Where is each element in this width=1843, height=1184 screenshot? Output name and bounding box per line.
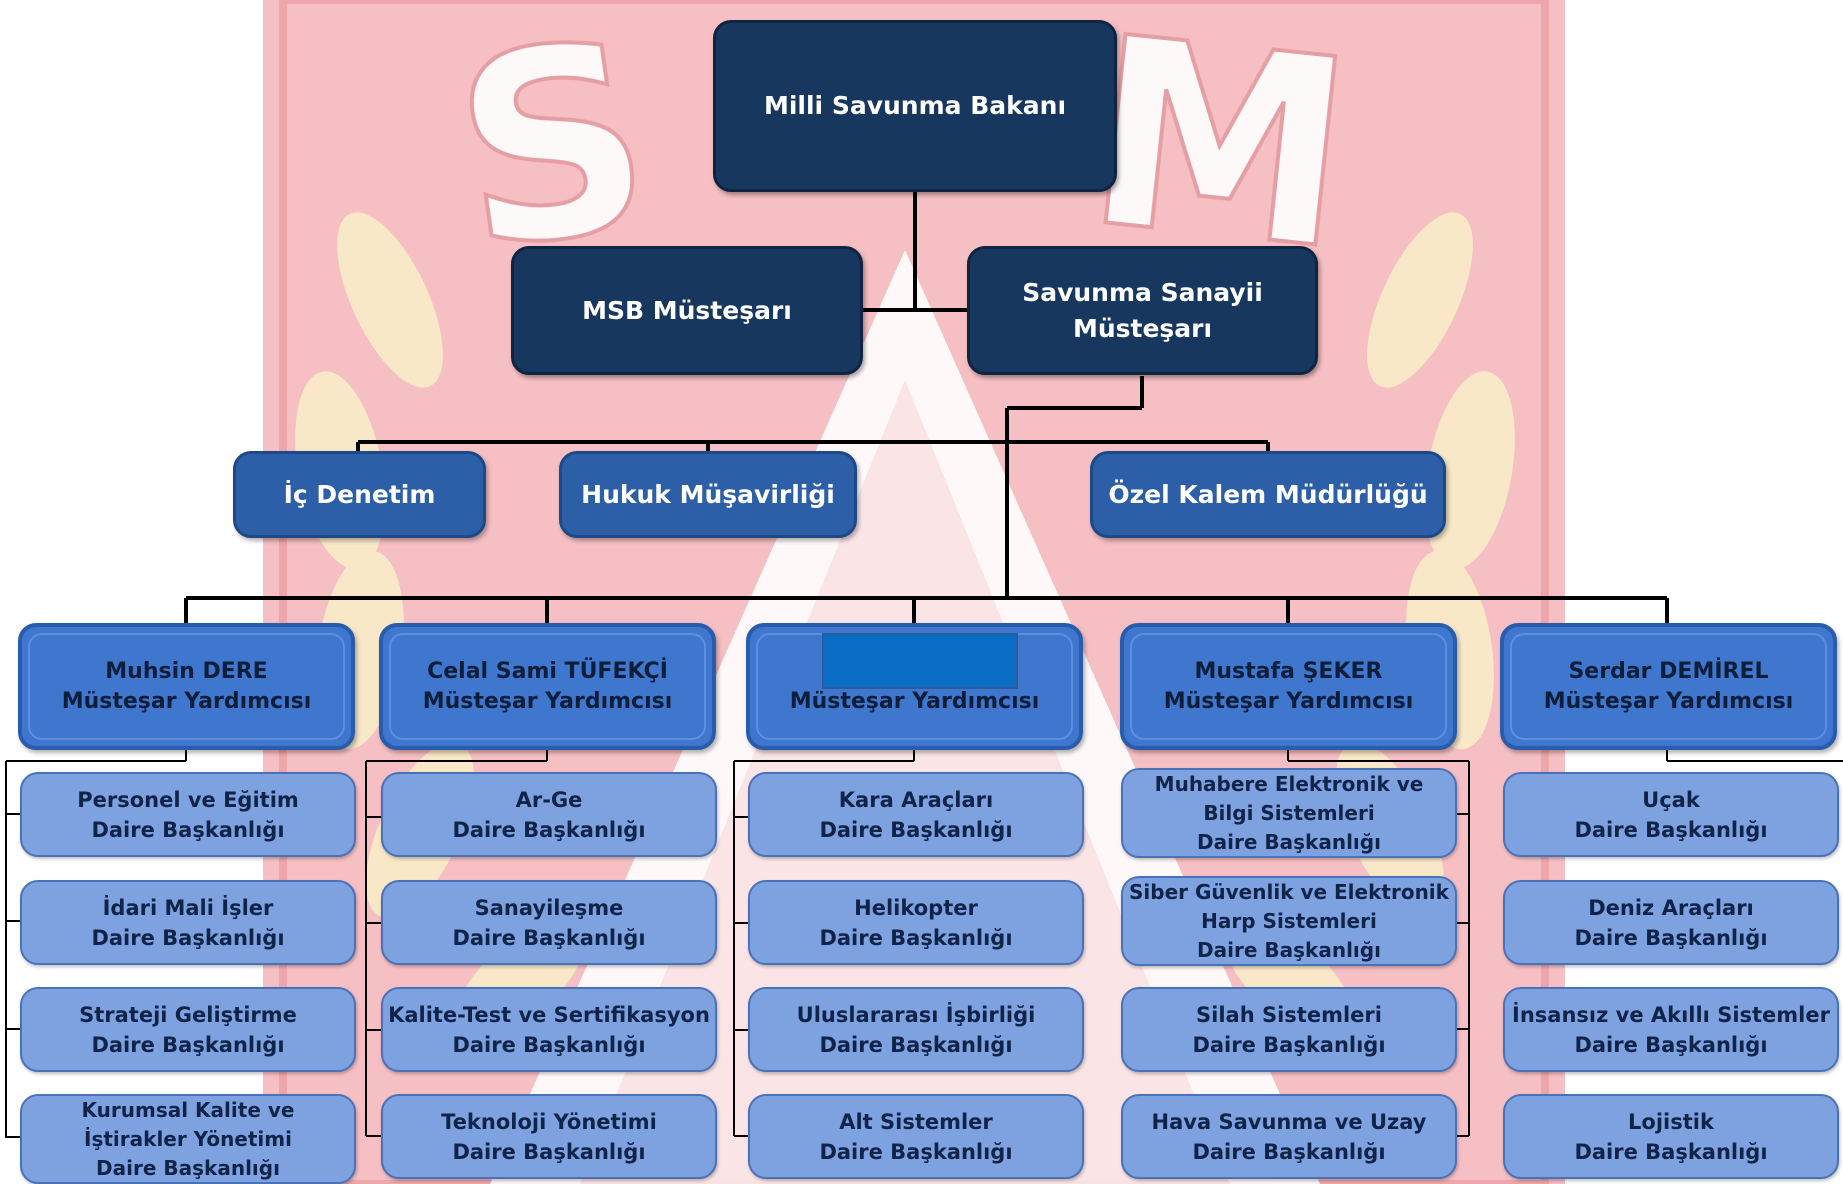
deputy-title: Müsteşar Yardımcısı	[61, 688, 312, 714]
minister-box: Milli Savunma Bakanı	[713, 20, 1117, 192]
msb-undersecretary-box: MSB Müsteşarı	[511, 246, 863, 375]
deputy-title: Müsteşar Yardımcısı	[422, 688, 673, 714]
department-suffix: Daire Başkanlığı	[452, 817, 646, 842]
deputy-title: Müsteşar Yardımcısı	[1163, 688, 1414, 714]
department-name: Muhabere Elektronik ve	[1154, 771, 1424, 796]
redacted-name-block	[822, 633, 1018, 689]
department-suffix: Daire Başkanlığı	[91, 817, 285, 842]
department-box: Muhabere Elektronik ve Bilgi Sistemleri …	[1121, 768, 1457, 858]
department-name: Sanayileşme	[474, 895, 624, 920]
department-suffix: Daire Başkanlığı	[452, 1032, 646, 1057]
department-name: Kurumsal Kalite ve	[81, 1097, 295, 1122]
department-suffix: Daire Başkanlığı	[1192, 1139, 1386, 1164]
department-box: Siber Güvenlik ve Elektronik Harp Sistem…	[1121, 876, 1457, 966]
department-name-line-2: İştirakler Yönetimi	[84, 1126, 292, 1151]
msb-undersecretary-label: MSB Müsteşarı	[582, 295, 792, 325]
deputy-box-muhsin-dere: Muhsin DERE Müsteşar Yardımcısı	[18, 623, 355, 750]
department-box: Teknoloji Yönetimi Daire Başkanlığı	[381, 1094, 717, 1179]
internal-audit-label: İç Denetim	[283, 480, 436, 509]
department-box: Ar-Ge Daire Başkanlığı	[381, 772, 717, 857]
department-suffix: Daire Başkanlığı	[1197, 937, 1381, 962]
department-suffix: Daire Başkanlığı	[819, 925, 1013, 950]
department-name: Hava Savunma ve Uzay	[1151, 1109, 1427, 1134]
department-box: Hava Savunma ve Uzay Daire Başkanlığı	[1121, 1094, 1457, 1179]
department-box: Lojistik Daire Başkanlığı	[1503, 1094, 1839, 1179]
deputy-box-vacant: Müsteşar Yardımcısı	[746, 623, 1083, 750]
department-suffix: Daire Başkanlığı	[96, 1155, 280, 1180]
ssm-undersecretary-line-1: Savunma Sanayii	[1022, 277, 1263, 307]
department-suffix: Daire Başkanlığı	[1197, 829, 1381, 854]
department-name: Teknoloji Yönetimi	[441, 1109, 657, 1134]
department-suffix: Daire Başkanlığı	[819, 817, 1013, 842]
department-name: Siber Güvenlik ve Elektronik	[1129, 879, 1449, 904]
department-connectors	[5, 750, 1843, 1138]
deputy-title: Müsteşar Yardımcısı	[1543, 688, 1794, 714]
private-office-box: Özel Kalem Müdürlüğü	[1090, 451, 1446, 538]
department-name: Personel ve Eğitim	[77, 787, 299, 812]
department-box: Kurumsal Kalite ve İştirakler Yönetimi D…	[20, 1094, 356, 1184]
department-box: İnsansız ve Akıllı Sistemler Daire Başka…	[1503, 987, 1839, 1072]
department-suffix: Daire Başkanlığı	[91, 925, 285, 950]
department-name: Deniz Araçları	[1588, 895, 1754, 920]
department-box: Personel ve Eğitim Daire Başkanlığı	[20, 772, 356, 857]
department-name: İdari Mali İşler	[102, 895, 274, 920]
legal-counsel-label: Hukuk Müşavirliği	[581, 480, 835, 509]
top-connectors	[184, 192, 1669, 624]
department-name-line-2: Bilgi Sistemleri	[1203, 800, 1375, 825]
deputy-box-celal-sami-tufekci: Celal Sami TÜFEKÇİ Müsteşar Yardımcısı	[379, 623, 716, 750]
department-box: Kalite-Test ve Sertifikasyon Daire Başka…	[381, 987, 717, 1072]
deputy-box-mustafa-seker: Mustafa ŞEKER Müsteşar Yardımcısı	[1120, 623, 1457, 750]
department-name: Strateji Geliştirme	[79, 1002, 297, 1027]
deputy-name: Muhsin DERE	[105, 658, 268, 684]
internal-audit-box: İç Denetim	[233, 451, 486, 538]
department-box: Uçak Daire Başkanlığı	[1503, 772, 1839, 857]
legal-counsel-box: Hukuk Müşavirliği	[559, 451, 857, 538]
department-box: Deniz Araçları Daire Başkanlığı	[1503, 880, 1839, 965]
private-office-label: Özel Kalem Müdürlüğü	[1108, 480, 1428, 509]
department-suffix: Daire Başkanlığı	[1574, 817, 1768, 842]
deputy-title: Müsteşar Yardımcısı	[789, 688, 1040, 714]
department-box: Strateji Geliştirme Daire Başkanlığı	[20, 987, 356, 1072]
department-name: Uçak	[1642, 787, 1700, 812]
department-suffix: Daire Başkanlığı	[91, 1032, 285, 1057]
department-name: Uluslararası İşbirliği	[796, 1002, 1036, 1027]
department-name: Helikopter	[854, 895, 978, 920]
department-box: Silah Sistemleri Daire Başkanlığı	[1121, 987, 1457, 1072]
ssm-undersecretary-box: Savunma Sanayii Müsteşarı	[967, 246, 1318, 375]
department-name: İnsansız ve Akıllı Sistemler	[1512, 1002, 1830, 1027]
department-box: Uluslararası İşbirliği Daire Başkanlığı	[748, 987, 1084, 1072]
deputy-name: Serdar DEMİREL	[1568, 658, 1769, 684]
department-name: Ar-Ge	[515, 787, 583, 812]
department-suffix: Daire Başkanlığı	[452, 925, 646, 950]
department-suffix: Daire Başkanlığı	[1192, 1032, 1386, 1057]
department-name-line-2: Harp Sistemleri	[1201, 908, 1377, 933]
deputy-name: Mustafa ŞEKER	[1194, 658, 1383, 684]
minister-label: Milli Savunma Bakanı	[763, 91, 1067, 120]
department-suffix: Daire Başkanlığı	[1574, 1032, 1768, 1057]
department-name: Silah Sistemleri	[1196, 1002, 1382, 1027]
department-name: Alt Sistemler	[839, 1109, 993, 1134]
ssm-undersecretary-line-2: Müsteşarı	[1072, 313, 1213, 343]
department-suffix: Daire Başkanlığı	[1574, 1139, 1768, 1164]
department-suffix: Daire Başkanlığı	[819, 1032, 1013, 1057]
deputy-name: Celal Sami TÜFEKÇİ	[427, 658, 668, 684]
department-suffix: Daire Başkanlığı	[452, 1139, 646, 1164]
department-name: Kara Araçları	[838, 787, 994, 812]
department-suffix: Daire Başkanlığı	[819, 1139, 1013, 1164]
deputy-box-serdar-demirel: Serdar DEMİREL Müsteşar Yardımcısı	[1500, 623, 1837, 750]
department-box: Sanayileşme Daire Başkanlığı	[381, 880, 717, 965]
department-name: Lojistik	[1628, 1109, 1714, 1134]
department-box: Alt Sistemler Daire Başkanlığı	[748, 1094, 1084, 1179]
department-name: Kalite-Test ve Sertifikasyon	[388, 1002, 710, 1027]
department-box: Helikopter Daire Başkanlığı	[748, 880, 1084, 965]
department-suffix: Daire Başkanlığı	[1574, 925, 1768, 950]
department-box: Kara Araçları Daire Başkanlığı	[748, 772, 1084, 857]
department-box: İdari Mali İşler Daire Başkanlığı	[20, 880, 356, 965]
